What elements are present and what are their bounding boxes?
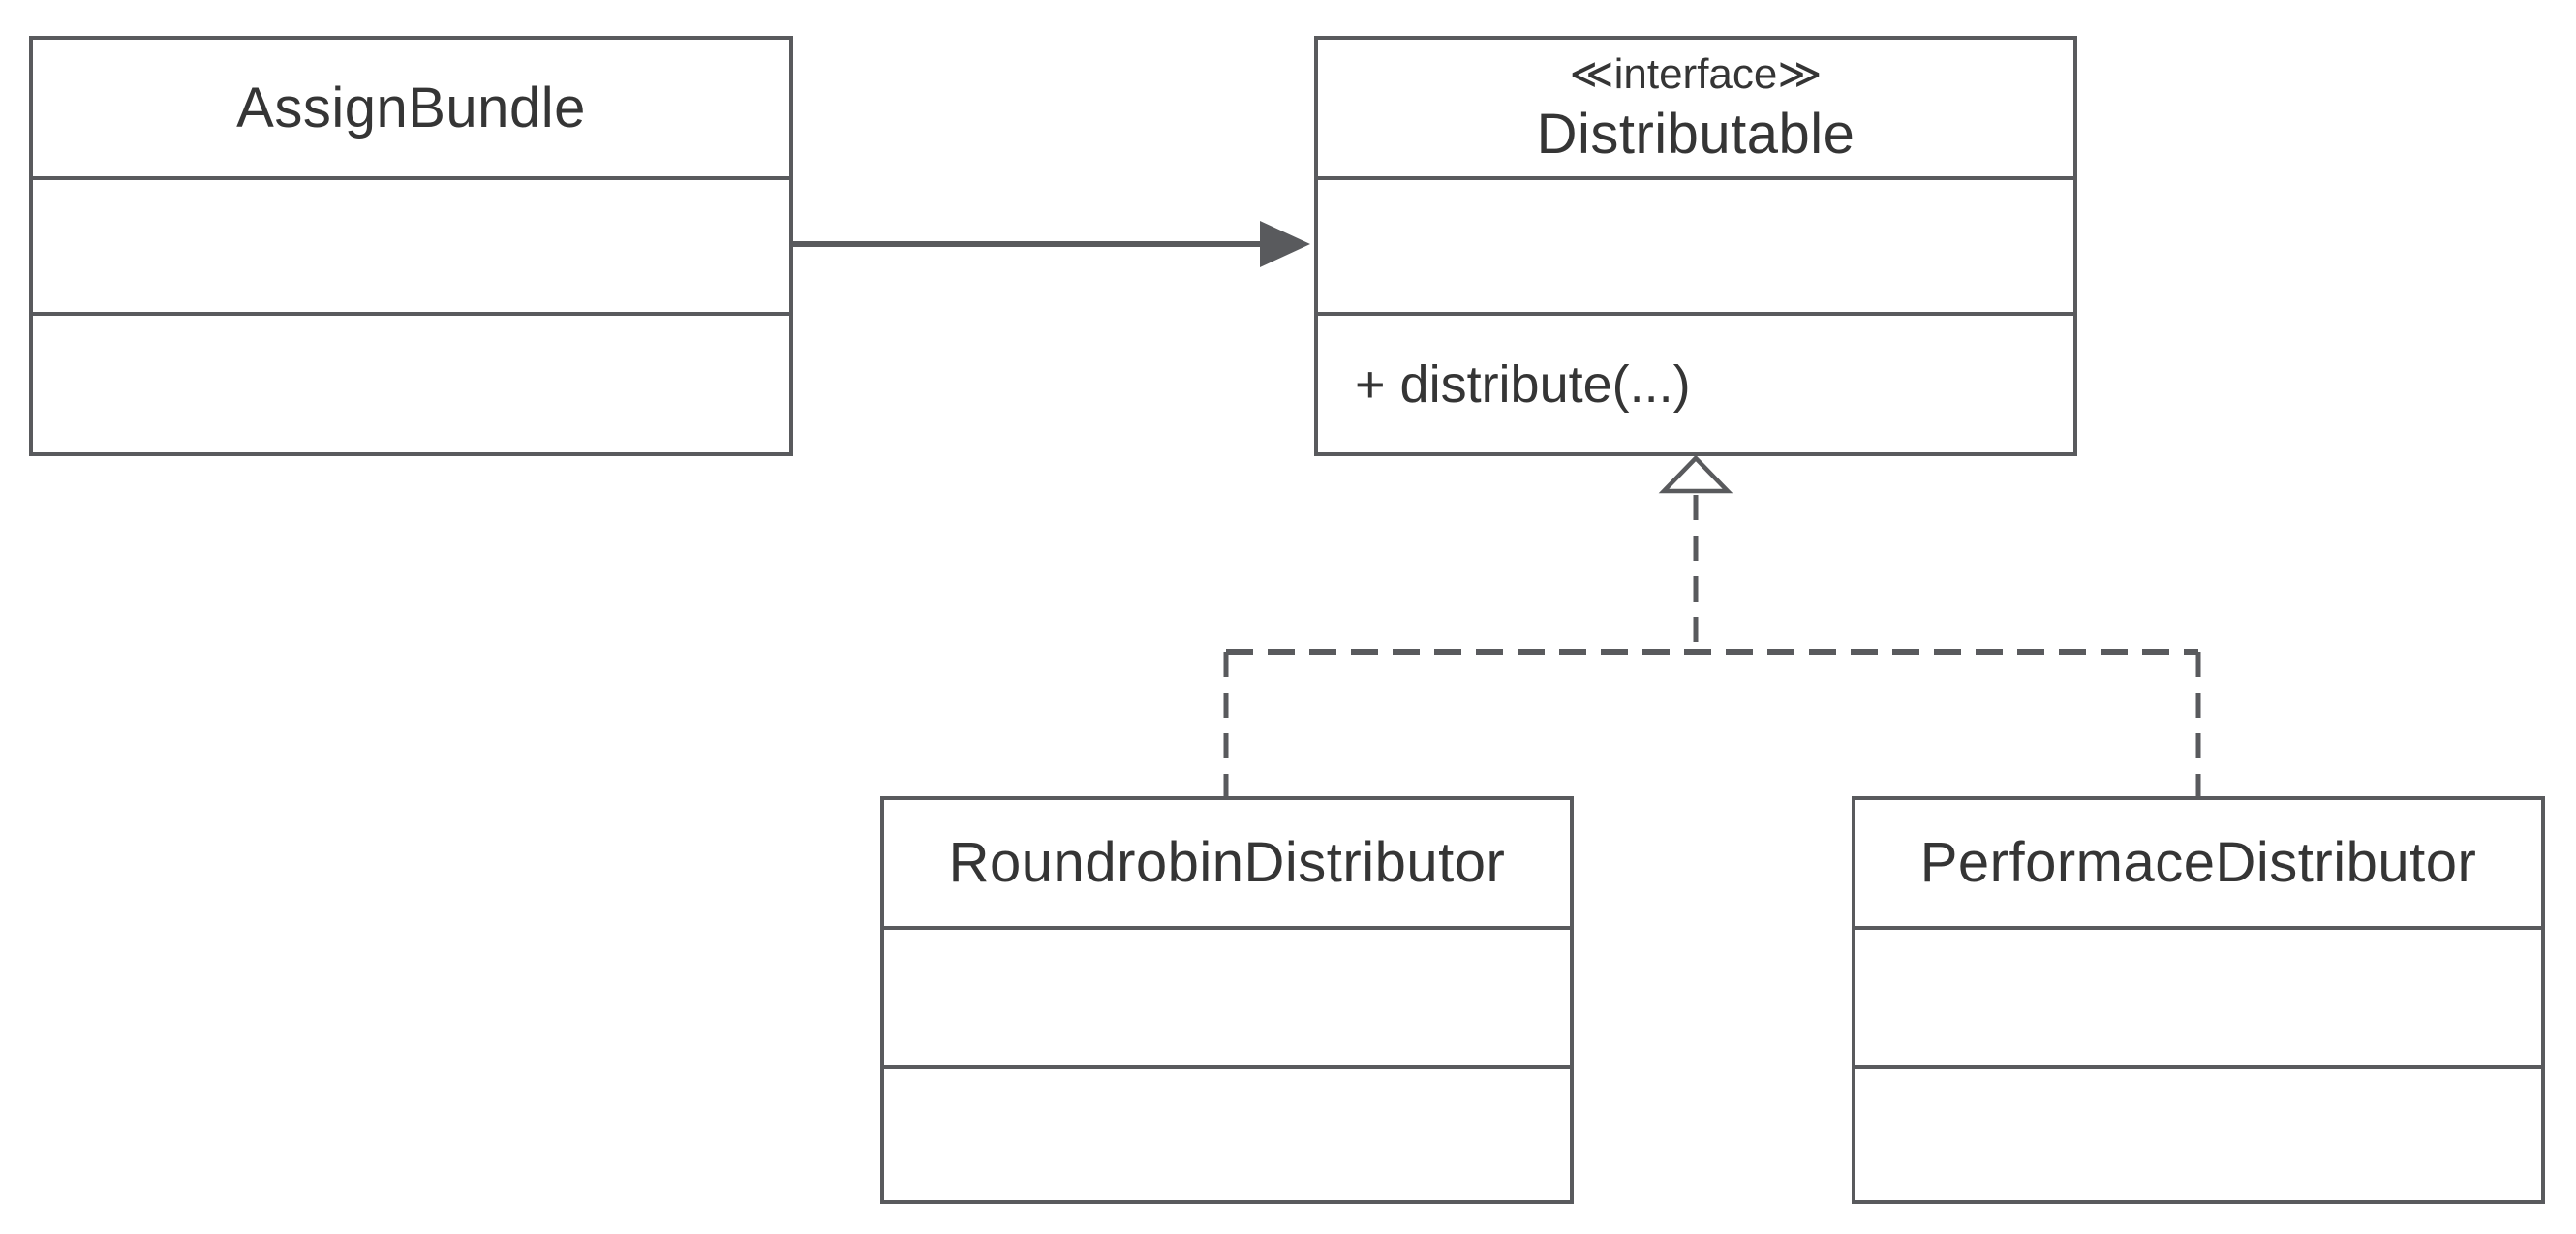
operations-compartment: + distribute(...) [1318, 316, 2073, 452]
attributes-compartment [1318, 180, 2073, 316]
class-title-compartment: AssignBundle [33, 40, 789, 180]
realization-hollow-triangle-icon [1658, 454, 1733, 494]
operations-compartment [884, 1069, 1570, 1200]
stereotype-label: ≪interface≫ [1569, 49, 1823, 98]
class-title-compartment: ≪interface≫ Distributable [1318, 40, 2073, 180]
class-name-label: Distributable [1536, 102, 1855, 166]
class-box-assignbundle: AssignBundle [29, 36, 793, 456]
operations-compartment [33, 316, 789, 452]
class-title-compartment: PerformaceDistributor [1855, 800, 2541, 930]
class-name-label: AssignBundle [236, 76, 586, 139]
operation-label: + distribute(...) [1355, 355, 1691, 414]
attributes-compartment [1855, 930, 2541, 1069]
class-title-compartment: RoundrobinDistributor [884, 800, 1570, 930]
interface-box-distributable: ≪interface≫ Distributable + distribute(.… [1314, 36, 2077, 456]
class-box-roundrobindistributor: RoundrobinDistributor [880, 796, 1574, 1204]
class-box-performacedistributor: PerformaceDistributor [1852, 796, 2545, 1204]
association-arrowhead-icon [1260, 221, 1310, 267]
attributes-compartment [33, 180, 789, 316]
class-name-label: RoundrobinDistributor [948, 831, 1506, 894]
class-name-label: PerformaceDistributor [1919, 831, 2477, 894]
attributes-compartment [884, 930, 1570, 1069]
operations-compartment [1855, 1069, 2541, 1200]
